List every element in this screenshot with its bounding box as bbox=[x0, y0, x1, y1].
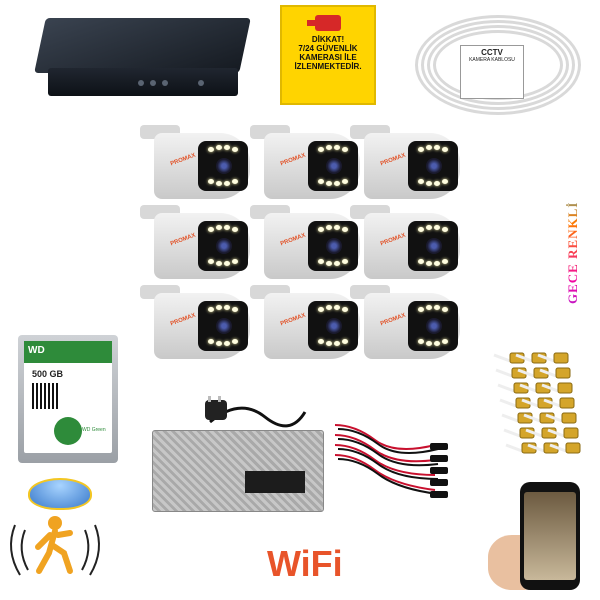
cable-label-sub: KAMERA KABLOSU bbox=[469, 57, 515, 63]
cable-label: CCTV KAMERA KABLOSU bbox=[460, 45, 524, 99]
wifi-text: WiFi bbox=[267, 543, 343, 584]
bullet-camera: PROMAX bbox=[250, 285, 360, 365]
cable-label-title: CCTV bbox=[481, 48, 503, 57]
camera-lens-icon bbox=[216, 158, 232, 174]
power-plug-icon bbox=[205, 396, 307, 428]
camera-lens-icon bbox=[216, 238, 232, 254]
qr-code-icon bbox=[32, 383, 58, 409]
cctv-cable-coil: CCTV KAMERA KABLOSU bbox=[415, 15, 585, 115]
phone-screen bbox=[524, 492, 576, 580]
psu-terminal bbox=[245, 471, 305, 493]
power-supply-image bbox=[152, 430, 324, 512]
hdd-capacity: 500 GB bbox=[32, 369, 64, 379]
walking-person-icon bbox=[10, 516, 100, 576]
night-color-text: GECE RENKLİ bbox=[565, 165, 587, 340]
bullet-camera: PROMAX bbox=[350, 285, 460, 365]
camera-lens-icon bbox=[326, 158, 342, 174]
dvr-recorder-image bbox=[34, 18, 251, 98]
smartphone-image bbox=[520, 482, 580, 590]
bullet-camera: PROMAX bbox=[140, 125, 250, 205]
camera-lens-icon bbox=[426, 158, 442, 174]
camera-icon bbox=[307, 15, 341, 31]
hdd-brand: WD bbox=[28, 345, 45, 356]
bullet-camera: PROMAX bbox=[250, 205, 360, 285]
hard-drive-image: WD 500 GB WD Green bbox=[18, 335, 118, 463]
wd-green-logo-icon bbox=[54, 417, 82, 445]
hdd-line: WD Green bbox=[82, 427, 106, 433]
camera-lens-icon bbox=[216, 318, 232, 334]
motion-sensor-icon bbox=[28, 478, 92, 510]
dc-pigtail-cables-icon bbox=[334, 424, 448, 498]
camera-lens-icon bbox=[326, 318, 342, 334]
camera-lens-icon bbox=[426, 318, 442, 334]
bullet-camera: PROMAX bbox=[250, 125, 360, 205]
bullet-camera: PROMAX bbox=[350, 205, 460, 285]
cctv-warning-sign: DİKKAT! 7/24 GÜVENLİK KAMERASI İLE İZLEN… bbox=[280, 5, 376, 105]
wifi-logo: WiFi bbox=[265, 525, 355, 585]
bullet-camera: PROMAX bbox=[350, 125, 460, 205]
camera-lens-icon bbox=[426, 238, 442, 254]
sign-text: DİKKAT! 7/24 GÜVENLİK KAMERASI İLE İZLEN… bbox=[294, 35, 362, 71]
camera-lens-icon bbox=[326, 238, 342, 254]
bnc-connectors-icon bbox=[493, 352, 581, 454]
bullet-camera: PROMAX bbox=[140, 285, 250, 365]
bullet-camera: PROMAX bbox=[140, 205, 250, 285]
